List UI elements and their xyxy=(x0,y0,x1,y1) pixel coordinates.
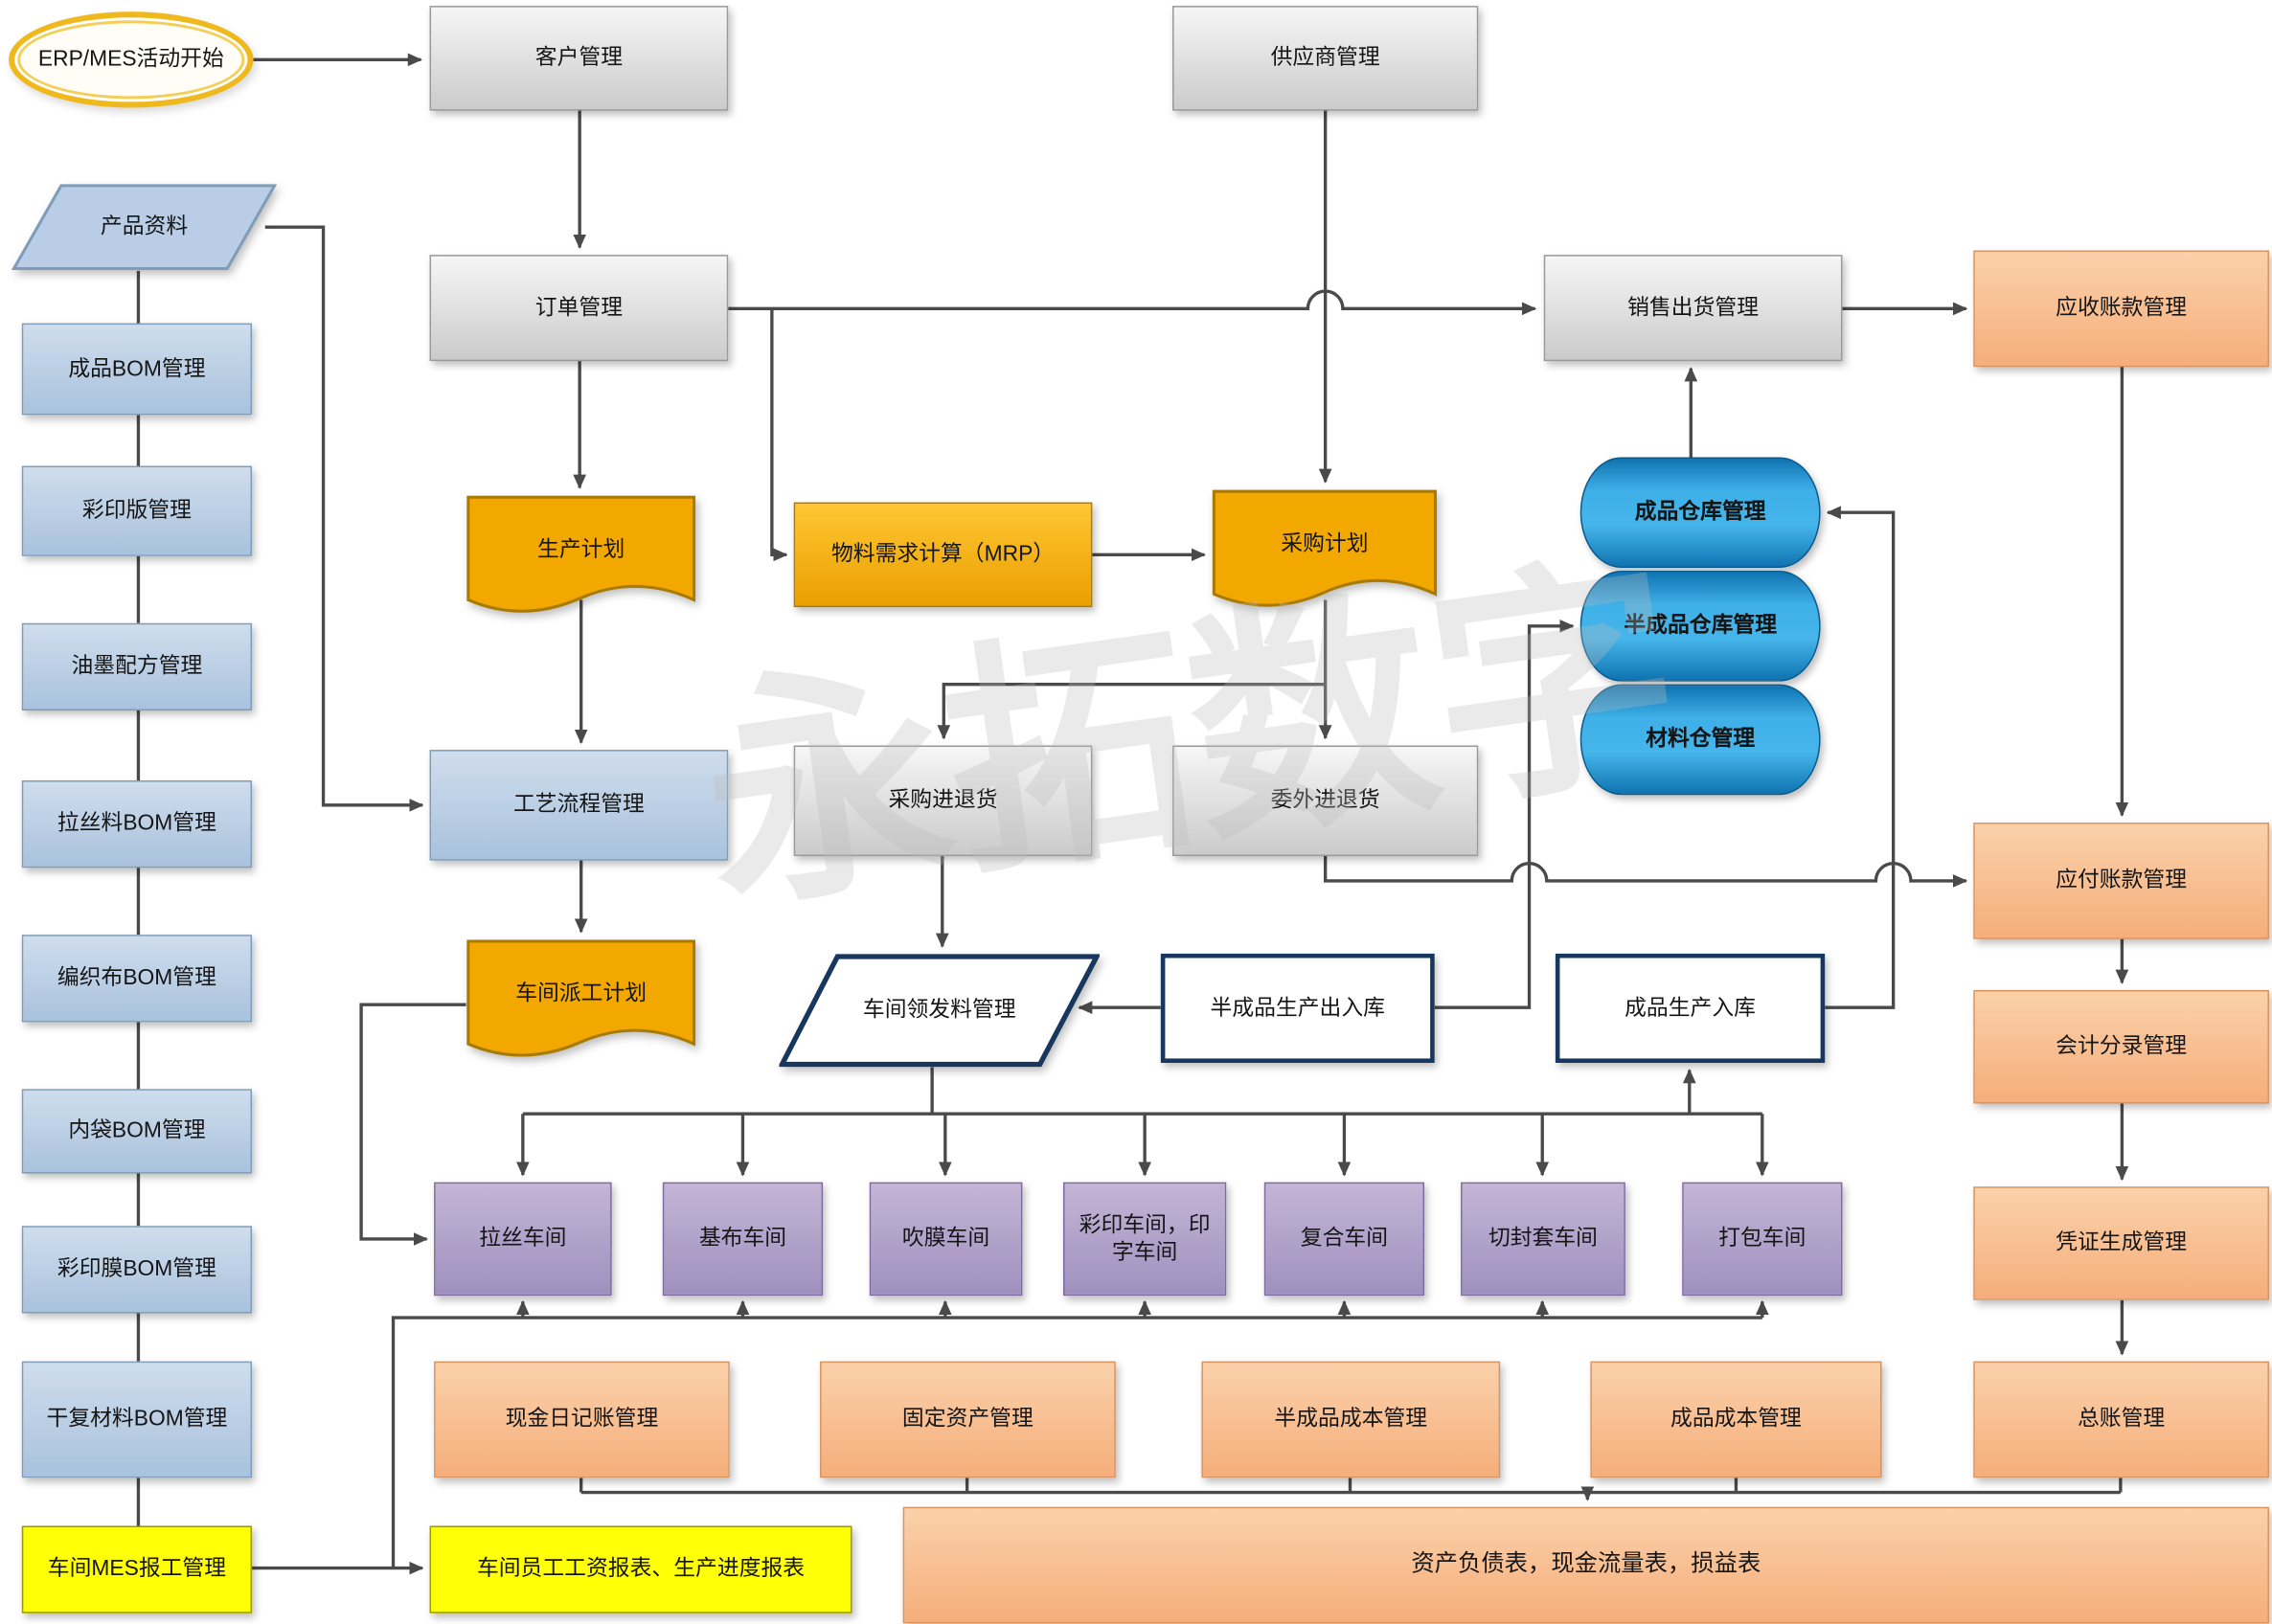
node-order-management: 订单管理 xyxy=(429,255,729,362)
parallelogram-shape xyxy=(779,954,1100,1068)
node-label: 吹膜车间 xyxy=(901,1226,990,1252)
node-general-ledger: 总账管理 xyxy=(1973,1361,2269,1478)
node-workshop-basefabric: 基布车间 xyxy=(662,1182,824,1297)
node-label: 生产计划 xyxy=(537,536,625,562)
node-finished-production-in: 成品生产入库 xyxy=(1555,953,1826,1063)
node-label: 应收账款管理 xyxy=(2056,296,2188,322)
node-workshop-lamination: 复合车间 xyxy=(1263,1182,1425,1297)
node-production-plan: 生产计划 xyxy=(466,495,696,633)
node-label: 车间MES报工管理 xyxy=(47,1557,227,1582)
node-innerbag-bom: 内袋BOM管理 xyxy=(21,1089,253,1174)
node-dispatch-plan: 车间派工计划 xyxy=(466,939,696,1077)
node-voucher-generation: 凭证生成管理 xyxy=(1973,1186,2269,1300)
node-label: 订单管理 xyxy=(534,295,624,321)
node-printfilm-bom: 彩印膜BOM管理 xyxy=(21,1226,253,1314)
node-label: 供应商管理 xyxy=(1270,45,1380,71)
node-label: 物料需求计算（MRP） xyxy=(830,542,1056,568)
node-label: 内袋BOM管理 xyxy=(68,1118,206,1144)
node-finished-cost: 成品成本管理 xyxy=(1590,1361,1882,1478)
node-print-plate: 彩印版管理 xyxy=(21,465,253,556)
node-label: 拉丝车间 xyxy=(479,1226,567,1252)
node-finished-bom: 成品BOM管理 xyxy=(21,323,253,416)
node-drawing-bom: 拉丝料BOM管理 xyxy=(21,779,253,868)
node-outsourcing-in-out: 委外进退货 xyxy=(1172,745,1479,857)
node-financial-statements: 资产负债表，现金流量表，损益表 xyxy=(902,1506,2269,1624)
node-label: 销售出货管理 xyxy=(1627,295,1760,321)
node-mes-reporting: 车间MES报工管理 xyxy=(21,1525,253,1613)
node-label: 成品BOM管理 xyxy=(68,356,206,382)
node-semi-warehouse: 半成品仓库管理 xyxy=(1579,571,1821,682)
node-label: 客户管理 xyxy=(534,45,624,71)
node-workshop-filmblowing: 吹膜车间 xyxy=(869,1182,1023,1297)
node-workshop-packing: 打包车间 xyxy=(1682,1182,1843,1297)
document-shape xyxy=(466,495,696,613)
node-label: 采购计划 xyxy=(1281,530,1369,556)
node-sales-shipping: 销售出货管理 xyxy=(1543,255,1843,362)
node-label: 委外进退货 xyxy=(1270,788,1380,814)
node-label: 半成品成本管理 xyxy=(1274,1407,1428,1432)
node-supplier-management: 供应商管理 xyxy=(1172,6,1479,111)
node-label: 干复材料BOM管理 xyxy=(46,1407,228,1432)
node-lamination-bom: 干复材料BOM管理 xyxy=(21,1361,253,1478)
node-workshop-printing: 彩印车间，印字车间 xyxy=(1062,1182,1227,1297)
node-label: 车间派工计划 xyxy=(515,981,648,1006)
node-label: 应付账款管理 xyxy=(2056,868,2188,893)
node-start: ERP/MES活动开始 xyxy=(9,11,254,108)
node-product-data: 产品资料 xyxy=(11,184,277,271)
parallelogram-shape xyxy=(11,184,277,271)
node-label: 编织布BOM管理 xyxy=(57,965,216,991)
node-label: 现金日记账管理 xyxy=(505,1407,659,1432)
node-label: 半成品仓库管理 xyxy=(1624,613,1778,639)
node-label: 资产负债表，现金流量表，损益表 xyxy=(1411,1551,1761,1577)
node-fixed-assets: 固定资产管理 xyxy=(820,1361,1116,1478)
node-ink-formula: 油墨配方管理 xyxy=(21,622,253,711)
node-label: 材料仓管理 xyxy=(1646,727,1756,753)
node-label: 会计分录管理 xyxy=(2056,1034,2188,1060)
node-semi-production-in-out: 半成品生产出入库 xyxy=(1160,953,1435,1063)
node-label: 成品生产入库 xyxy=(1624,995,1756,1021)
node-label: 复合车间 xyxy=(1300,1226,1389,1252)
node-mrp: 物料需求计算（MRP） xyxy=(793,502,1093,608)
node-label: 彩印版管理 xyxy=(81,498,192,524)
document-shape xyxy=(466,939,696,1057)
node-label: 工艺流程管理 xyxy=(512,792,645,818)
node-semi-cost: 半成品成本管理 xyxy=(1201,1361,1501,1478)
node-label: 打包车间 xyxy=(1718,1226,1806,1252)
node-accounts-payable: 应付账款管理 xyxy=(1973,823,2269,939)
node-accounting-entry: 会计分录管理 xyxy=(1973,989,2269,1104)
node-cash-journal: 现金日记账管理 xyxy=(434,1361,730,1478)
node-label: 拉丝料BOM管理 xyxy=(57,811,216,837)
node-label: 总账管理 xyxy=(2077,1407,2166,1432)
node-label: 凭证生成管理 xyxy=(2056,1230,2188,1256)
node-label: 成品仓库管理 xyxy=(1634,500,1766,526)
node-finished-warehouse: 成品仓库管理 xyxy=(1579,457,1821,569)
node-label: 产品资料 xyxy=(100,214,189,239)
node-label: 彩印膜BOM管理 xyxy=(57,1256,216,1282)
node-label: 采购进退货 xyxy=(888,788,998,814)
node-label: 油墨配方管理 xyxy=(71,654,203,680)
document-shape xyxy=(1212,489,1437,607)
node-process-flow: 工艺流程管理 xyxy=(429,750,729,861)
node-label: 车间领发料管理 xyxy=(862,998,1016,1024)
node-label: 成品成本管理 xyxy=(1670,1407,1802,1432)
node-label: 半成品生产出入库 xyxy=(1210,995,1386,1021)
node-workshop-drawing: 拉丝车间 xyxy=(434,1182,612,1297)
node-label: 基布车间 xyxy=(698,1226,787,1252)
node-accounts-receivable: 应收账款管理 xyxy=(1973,250,2269,368)
node-label: 固定资产管理 xyxy=(901,1407,1034,1432)
node-material-warehouse: 材料仓管理 xyxy=(1579,684,1821,796)
node-workshop-cutting: 切封套车间 xyxy=(1461,1182,1625,1297)
node-label: ERP/MES活动开始 xyxy=(37,47,224,73)
node-label: 彩印车间，印字车间 xyxy=(1079,1212,1211,1266)
node-salary-progress-report: 车间员工工资报表、生产进度报表 xyxy=(429,1525,852,1613)
node-label: 车间员工工资报表、生产进度报表 xyxy=(476,1557,806,1582)
node-customer-management: 客户管理 xyxy=(429,6,729,111)
node-label: 切封套车间 xyxy=(1488,1226,1599,1252)
node-purchase-plan: 采购计划 xyxy=(1212,489,1438,627)
node-purchase-in-out: 采购进退货 xyxy=(793,745,1093,857)
node-material-issue: 车间领发料管理 xyxy=(779,954,1100,1068)
node-woven-bom: 编织布BOM管理 xyxy=(21,935,253,1023)
